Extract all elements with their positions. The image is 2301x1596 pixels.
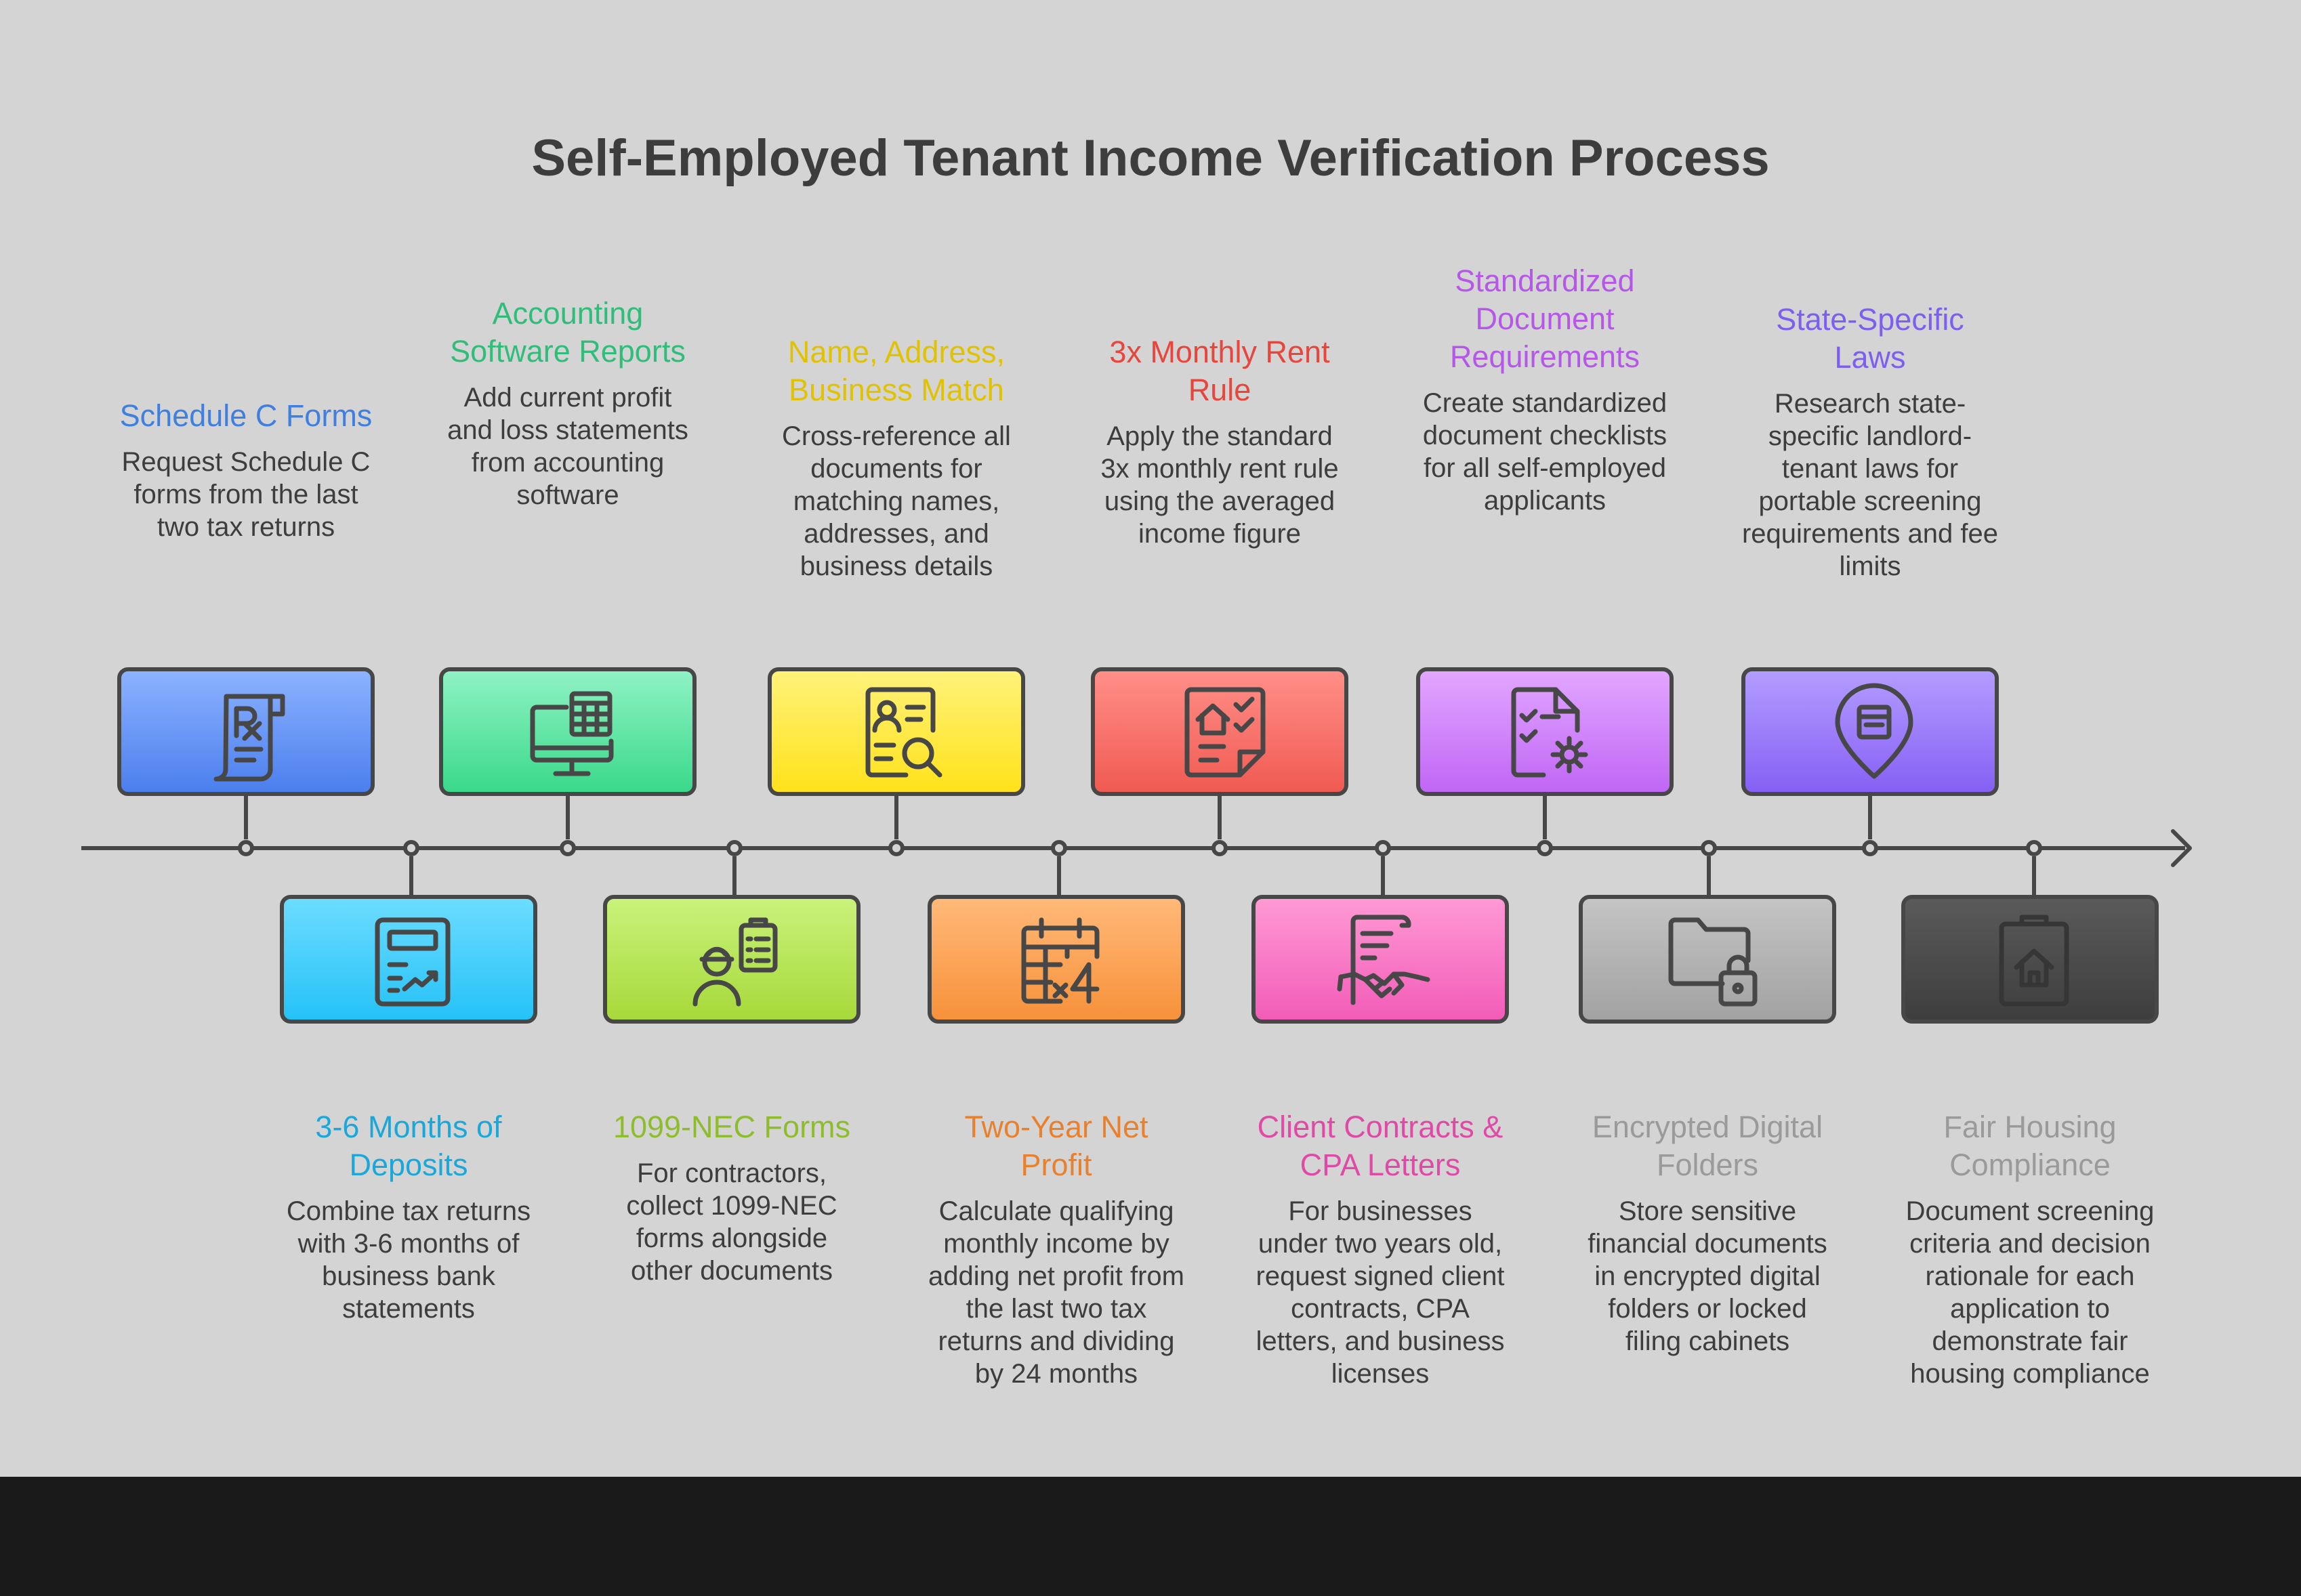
step-schedule-c-text: Schedule C Forms Request Schedule C form…: [117, 397, 375, 543]
profile-search-icon: [853, 681, 948, 783]
step-description: Document screening criteria and decision…: [1905, 1196, 2155, 1389]
prescription-receipt-icon: [203, 681, 297, 783]
connector: [1381, 856, 1385, 897]
step-title: 1099-NEC Forms: [613, 1110, 851, 1144]
step-accounting-software-text: Accounting Software Reports Add current …: [439, 295, 697, 511]
step-title: Encrypted Digital Folders: [1592, 1110, 1823, 1182]
timeline-node: [1211, 840, 1228, 856]
step-client-contracts-box: [1251, 895, 1509, 1024]
timeline-node: [1051, 840, 1067, 856]
step-description: Apply the standard 3x monthly rent rule …: [1100, 421, 1339, 549]
step-title: Client Contracts & CPA Letters: [1257, 1110, 1504, 1182]
timeline-node: [1375, 840, 1391, 856]
connector: [1868, 792, 1872, 839]
location-pin-icon: [1827, 681, 1922, 783]
step-description: Calculate qualifying monthly income by a…: [928, 1196, 1184, 1389]
computer-spreadsheet-icon: [524, 681, 619, 783]
step-rent-rule-text: 3x Monthly Rent Rule Apply the standard …: [1091, 333, 1348, 550]
step-description: Store sensitive financial documents in e…: [1588, 1196, 1827, 1356]
step-description: Request Schedule C forms from the last t…: [121, 447, 371, 542]
step-client-contracts-text: Client Contracts & CPA Letters For busin…: [1251, 1108, 1509, 1390]
document-gear-icon: [1501, 681, 1596, 783]
timeline-node: [888, 840, 905, 856]
timeline-node: [1537, 840, 1553, 856]
timeline-node: [560, 840, 576, 856]
timeline-node: [238, 840, 254, 856]
calendar-multiply-icon: [1013, 909, 1108, 1011]
step-deposits-text: 3-6 Months of Deposits Combine tax retur…: [280, 1108, 537, 1325]
step-encrypted-folders-box: [1579, 895, 1836, 1024]
step-title: Name, Address, Business Match: [787, 335, 1006, 407]
step-description: Cross-reference all documents for matchi…: [782, 421, 1011, 581]
timeline-node: [1701, 840, 1717, 856]
step-net-profit-box: [928, 895, 1185, 1024]
step-title: 3-6 Months of Deposits: [315, 1110, 502, 1182]
step-1099-nec-text: 1099-NEC Forms For contractors, collect …: [603, 1108, 861, 1287]
locked-folder-icon: [1664, 909, 1759, 1011]
step-standardized-docs-text: Standardized Document Requirements Creat…: [1416, 262, 1674, 517]
step-fair-housing-box: [1901, 895, 2159, 1024]
step-description: Combine tax returns with 3-6 months of b…: [286, 1196, 531, 1324]
step-title: Standardized Document Requirements: [1449, 264, 1640, 374]
step-title: Schedule C Forms: [119, 398, 373, 433]
step-rent-rule-box: [1091, 667, 1348, 796]
bank-statement-chart-icon: [365, 909, 460, 1011]
connector: [894, 792, 898, 839]
timeline-node: [403, 840, 419, 856]
house-checklist-icon: [1176, 681, 1271, 783]
step-description: For businesses under two years old, requ…: [1256, 1196, 1505, 1389]
connector: [409, 856, 413, 897]
diagram-title: Self-Employed Tenant Income Verification…: [531, 129, 1770, 187]
step-encrypted-folders-text: Encrypted Digital Folders Store sensitiv…: [1579, 1108, 1836, 1358]
step-deposits-box: [280, 895, 537, 1024]
step-title: State-Specific Laws: [1776, 302, 1964, 375]
connector: [1543, 792, 1547, 839]
diagram-canvas: Self-Employed Tenant Income Verification…: [0, 0, 2301, 1477]
timeline-node: [2026, 840, 2042, 856]
step-description: Create standardized document checklists …: [1422, 388, 1667, 516]
step-description: Add current profit and loss statements f…: [447, 383, 688, 510]
step-state-laws-box: [1741, 667, 1999, 796]
step-schedule-c-box: [117, 667, 375, 796]
step-accounting-software-box: [439, 667, 697, 796]
step-name-address-text: Name, Address, Business Match Cross-refe…: [768, 333, 1025, 583]
step-fair-housing-text: Fair Housing Compliance Document screeni…: [1901, 1108, 2159, 1390]
connector: [732, 856, 737, 897]
step-title: Two-Year Net Profit: [964, 1110, 1148, 1182]
timeline-arrowhead: [2171, 829, 2192, 867]
step-standardized-docs-box: [1416, 667, 1674, 796]
clipboard-house-icon: [1987, 909, 2081, 1011]
connector: [1707, 856, 1711, 897]
connector: [244, 792, 248, 839]
step-net-profit-text: Two-Year Net Profit Calculate qualifying…: [928, 1108, 1185, 1390]
timeline-node: [1862, 840, 1878, 856]
connector: [2032, 856, 2036, 897]
step-title: Accounting Software Reports: [450, 296, 686, 369]
contract-handshake-icon: [1337, 909, 1432, 1011]
step-description: Research state-specific landlord-tenant …: [1741, 389, 1998, 581]
connector: [566, 792, 570, 839]
timeline-node: [726, 840, 743, 856]
step-state-laws-text: State-Specific Laws Research state-speci…: [1741, 301, 1999, 583]
step-name-address-box: [768, 667, 1025, 796]
contractor-clipboard-icon: [688, 909, 783, 1011]
connector: [1057, 856, 1061, 897]
connector: [1218, 792, 1222, 839]
step-1099-nec-box: [603, 895, 861, 1024]
step-title: Fair Housing Compliance: [1943, 1110, 2117, 1182]
step-description: For contractors, collect 1099-NEC forms …: [626, 1158, 837, 1286]
step-title: 3x Monthly Rent Rule: [1109, 335, 1330, 407]
